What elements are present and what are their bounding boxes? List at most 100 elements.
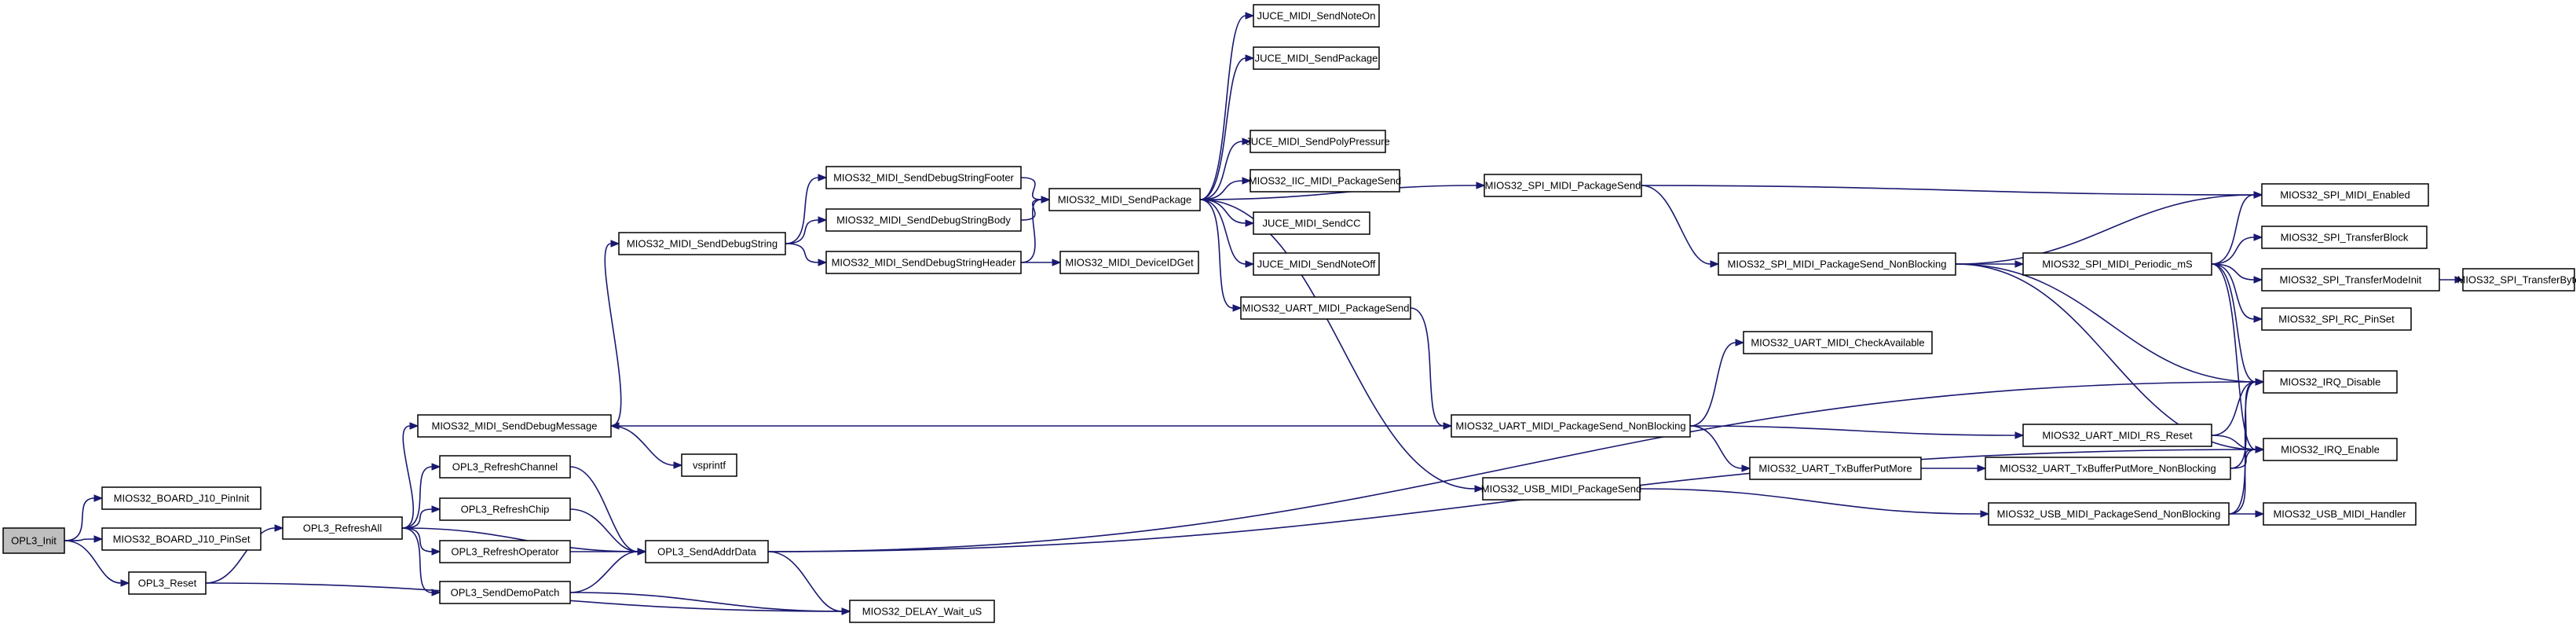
node-mios32-midi-senddebugstringheader[interactable]: MIOS32_MIDI_SendDebugStringHeader (825, 251, 1022, 274)
node-label: JUCE_MIDI_SendPolyPressure (1246, 136, 1390, 148)
node-label: MIOS32_SPI_MIDI_PackageSend (1485, 180, 1641, 192)
node-label: OPL3_Init (11, 535, 57, 547)
node-box (1253, 46, 1380, 70)
node-mios32-delay-wait-us[interactable]: MIOS32_DELAY_Wait_uS (849, 600, 995, 623)
node-box (849, 600, 995, 623)
node-mios32-uart-midi-rs-reset[interactable]: MIOS32_UART_MIDI_RS_Reset (2022, 424, 2212, 447)
node-juce-midi-sendcc[interactable]: JUCE_MIDI_SendCC (1253, 211, 1370, 235)
node-label: MIOS32_MIDI_SendDebugString (627, 238, 778, 250)
node-box (101, 486, 262, 510)
arrowhead-icon (610, 240, 620, 248)
node-mios32-spi-transfermodeinit[interactable]: MIOS32_SPI_TransferModeInit (2261, 268, 2440, 292)
edge-mios32-uart-midi-packagesend-to-mios32-uart-midi-packagesend-nonblocking (1410, 307, 1453, 430)
node-label: MIOS32_USB_MIDI_Handler (2273, 508, 2406, 520)
node-label: MIOS32_SPI_TransferBlock (2281, 232, 2409, 244)
node-mios32-uart-midi-packagesend[interactable]: MIOS32_UART_MIDI_PackageSend (1240, 296, 1411, 320)
arrowhead-icon (2253, 315, 2263, 323)
node-label: MIOS32_MIDI_SendDebugStringBody (836, 215, 1011, 226)
node-mios32-iic-midi-packagesend[interactable]: MIOS32_IIC_MIDI_PackageSend (1249, 169, 1401, 193)
node-box (2022, 252, 2212, 276)
node-mios32-spi-transferbyte[interactable]: MIOS32_SPI_TransferByte (2457, 268, 2576, 292)
node-mios32-usb-midi-packagesend[interactable]: MIOS32_USB_MIDI_PackageSend (1481, 477, 1642, 501)
node-mios32-midi-senddebugstringfooter[interactable]: MIOS32_MIDI_SendDebugStringFooter (825, 166, 1022, 189)
node-label: MIOS32_BOARD_J10_PinInit (114, 493, 250, 504)
node-box (417, 414, 612, 438)
arrowhead-icon (1245, 12, 1255, 20)
node-label: MIOS32_SPI_RC_PinSet (2278, 314, 2395, 325)
node-box (1059, 251, 1199, 274)
node-label: OPL3_RefreshChip (461, 504, 550, 515)
node-label: MIOS32_BOARD_J10_PinSet (113, 534, 251, 545)
node-mios32-irq-enable[interactable]: MIOS32_IRQ_Enable (2263, 438, 2398, 461)
call-graph-nodes: OPL3_InitMIOS32_BOARD_J10_PinInitMIOS32_… (2, 4, 2576, 623)
arrowhead-icon (274, 524, 284, 532)
arrowhead-icon (1710, 260, 1720, 268)
node-mios32-spi-midi-packagesend-nonblocking[interactable]: MIOS32_SPI_MIDI_PackageSend_NonBlocking (1718, 252, 1956, 276)
node-mios32-midi-senddebugmessage[interactable]: MIOS32_MIDI_SendDebugMessage (417, 414, 612, 438)
arrowhead-icon (2253, 233, 2263, 241)
edge-mios32-spi-midi-periodic-ms-to-mios32-spi-transfermodeinit (2211, 263, 2263, 284)
node-label: OPL3_RefreshOperator (451, 546, 559, 558)
node-mios32-midi-senddebugstringbody[interactable]: MIOS32_MIDI_SendDebugStringBody (825, 208, 1022, 232)
node-mios32-midi-senddebugstring[interactable]: MIOS32_MIDI_SendDebugString (618, 232, 786, 255)
node-mios32-spi-rc-pinset[interactable]: MIOS32_SPI_RC_PinSet (2261, 307, 2412, 331)
node-box (1743, 331, 1933, 354)
node-mios32-uart-txbufferputmore-nonblocking[interactable]: MIOS32_UART_TxBufferPutMore_NonBlocking (1985, 457, 2231, 480)
node-box (1988, 502, 2230, 526)
edge-mios32-spi-transfermodeinit-to-mios32-spi-transferbyte (2439, 276, 2464, 284)
node-mios32-midi-deviceidget[interactable]: MIOS32_MIDI_DeviceIDGet (1059, 251, 1199, 274)
node-mios32-spi-transferblock[interactable]: MIOS32_SPI_TransferBlock (2261, 226, 2428, 249)
arrowhead-icon (1041, 196, 1051, 204)
node-mios32-uart-midi-checkavailable[interactable]: MIOS32_UART_MIDI_CheckAvailable (1743, 331, 1933, 354)
node-vsprintf[interactable]: vsprintf (681, 453, 737, 477)
node-opl3-refreshchannel[interactable]: OPL3_RefreshChannel (439, 455, 571, 479)
node-label: MIOS32_UART_MIDI_PackageSend_NonBlocking (1455, 420, 1685, 432)
node-juce-midi-sendpolypressure[interactable]: JUCE_MIDI_SendPolyPressure (1246, 130, 1390, 153)
node-mios32-spi-midi-periodic-ms[interactable]: MIOS32_SPI_MIDI_Periodic_mS (2022, 252, 2212, 276)
node-box (2462, 268, 2575, 292)
node-mios32-board-j10-pinset[interactable]: MIOS32_BOARD_J10_PinSet (101, 527, 262, 551)
edge-mios32-spi-midi-packagesend-to-mios32-spi-midi-packagesend-nonblocking (1641, 185, 1720, 268)
node-opl3-refreshall[interactable]: OPL3_RefreshAll (282, 516, 403, 540)
edge-opl3-init-to-mios32-board-j10-pinset (64, 535, 104, 543)
node-label: MIOS32_UART_MIDI_RS_Reset (2042, 430, 2193, 442)
node-mios32-usb-midi-handler[interactable]: MIOS32_USB_MIDI_Handler (2263, 502, 2417, 526)
node-juce-midi-sendnoteoff[interactable]: JUCE_MIDI_SendNoteOff (1253, 252, 1380, 276)
edge-mios32-midi-senddebugstringheader-to-mios32-midi-sendpackage (1020, 196, 1051, 263)
arrowhead-icon (1052, 259, 1062, 266)
node-opl3-sendaddrdata[interactable]: OPL3_SendAddrData (645, 540, 769, 563)
node-opl3-reset[interactable]: OPL3_Reset (128, 571, 207, 595)
node-mios32-uart-txbufferputmore[interactable]: MIOS32_UART_TxBufferPutMore (1749, 457, 1922, 480)
node-mios32-spi-midi-enabled[interactable]: MIOS32_SPI_MIDI_Enabled (2261, 183, 2429, 207)
node-opl3-refreshchip[interactable]: OPL3_RefreshChip (439, 497, 571, 521)
node-box (439, 497, 571, 521)
node-mios32-usb-midi-packagesend-nonblocking[interactable]: MIOS32_USB_MIDI_PackageSend_NonBlocking (1988, 502, 2230, 526)
node-box (439, 455, 571, 479)
edge-mios32-midi-sendpackage-to-juce-midi-sendnoteoff (1199, 199, 1255, 268)
node-box (1484, 174, 1642, 197)
node-juce-midi-sendpackage[interactable]: JUCE_MIDI_SendPackage (1253, 46, 1380, 70)
edge-mios32-midi-senddebugstring-to-mios32-midi-senddebugstringfooter (785, 174, 828, 244)
arrowhead-icon (1245, 54, 1255, 62)
node-box (825, 251, 1022, 274)
node-opl3-init[interactable]: OPL3_Init (2, 527, 65, 554)
arrowhead-icon (1245, 219, 1255, 227)
edge-mios32-uart-midi-packagesend-nonblocking-to-mios32-midi-senddebugmessage (609, 422, 1451, 430)
edge-opl3-refreshall-to-opl3-refreshoperator (401, 527, 441, 556)
node-mios32-board-j10-pininit[interactable]: MIOS32_BOARD_J10_PinInit (101, 486, 262, 510)
node-mios32-uart-midi-packagesend-nonblocking[interactable]: MIOS32_UART_MIDI_PackageSend_NonBlocking (1451, 414, 1691, 438)
arrowhead-icon (431, 505, 441, 513)
node-mios32-irq-disable[interactable]: MIOS32_IRQ_Disable (2263, 370, 2398, 394)
node-opl3-refreshoperator[interactable]: OPL3_RefreshOperator (439, 540, 571, 563)
node-opl3-senddemopatch[interactable]: OPL3_SendDemoPatch (439, 581, 571, 604)
node-label: JUCE_MIDI_SendPackage (1255, 53, 1378, 64)
edge-mios32-spi-midi-periodic-ms-to-mios32-irq-enable (2211, 263, 2265, 453)
edge-mios32-spi-midi-packagesend-to-mios32-spi-midi-enabled (1641, 185, 2263, 199)
node-mios32-midi-sendpackage[interactable]: MIOS32_MIDI_SendPackage (1048, 188, 1201, 211)
node-juce-midi-sendnoteon[interactable]: JUCE_MIDI_SendNoteOn (1253, 4, 1380, 28)
arrowhead-icon (2255, 510, 2265, 518)
node-label: MIOS32_SPI_TransferByte (2457, 274, 2576, 286)
node-box (2263, 502, 2417, 526)
node-box (1718, 252, 1956, 276)
node-mios32-spi-midi-packagesend[interactable]: MIOS32_SPI_MIDI_PackageSend (1484, 174, 1642, 197)
